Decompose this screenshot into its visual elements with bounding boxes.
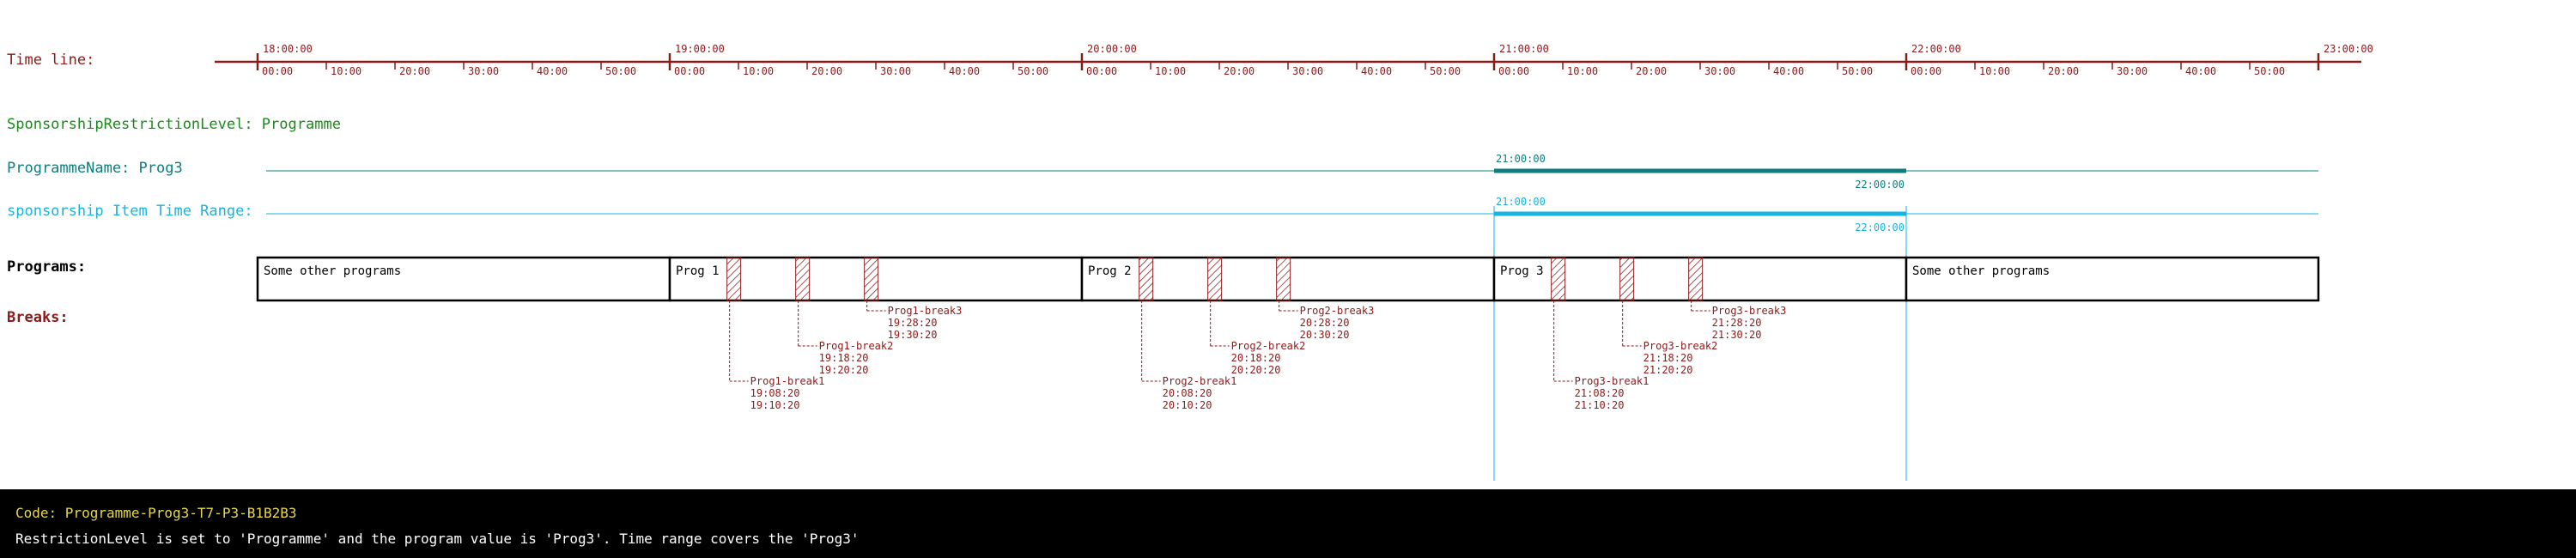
minute-tick-label: 50:00 — [1842, 65, 1873, 77]
minute-tick-label: 30:00 — [468, 65, 499, 77]
minute-tick-label: 50:00 — [1018, 65, 1048, 77]
minute-tick-label: 40:00 — [949, 65, 980, 77]
break-start-time: 20:28:20 — [1300, 317, 1350, 329]
break-start-time: 19:18:20 — [819, 352, 869, 364]
minute-tick-label: 30:00 — [1704, 65, 1735, 77]
break-start-time: 21:18:20 — [1643, 352, 1693, 364]
break-end-time: 19:30:20 — [888, 329, 938, 341]
break-block — [726, 257, 742, 301]
programme-name-range-end-label: 22:00:00 — [1855, 179, 1905, 191]
program-name: Some other programs — [1912, 264, 2050, 278]
program-name: Some other programs — [264, 264, 401, 278]
break-name: Prog2-break1 — [1163, 375, 1237, 387]
break-start-time: 20:18:20 — [1231, 352, 1281, 364]
break-start-time: 19:08:20 — [750, 387, 800, 399]
break-block — [795, 257, 811, 301]
break-end-time: 21:20:20 — [1643, 364, 1693, 376]
break-block — [1207, 257, 1223, 301]
break-block — [1688, 257, 1704, 301]
minute-tick-label: 10:00 — [1979, 65, 2010, 77]
minute-tick-label: 50:00 — [605, 65, 636, 77]
break-start-time: 21:08:20 — [1575, 387, 1625, 399]
break-start-time: 20:08:20 — [1163, 387, 1212, 399]
break-start-time: 19:28:20 — [888, 317, 938, 329]
program-name: Prog 1 — [676, 264, 720, 278]
hour-tick-label: 21:00:00 — [1499, 43, 1549, 55]
minute-tick-label: 50:00 — [2254, 65, 2285, 77]
break-name: Prog3-break2 — [1643, 340, 1718, 352]
break-name: Prog3-break1 — [1575, 375, 1649, 387]
minute-tick-label: 40:00 — [537, 65, 568, 77]
break-end-time: 21:30:20 — [1712, 329, 1762, 341]
minute-tick-label: 30:00 — [2117, 65, 2148, 77]
footer-panel: Code: Programme-Prog3-T7-P3-B1B2B3 Restr… — [0, 489, 2576, 558]
footer-code: Code: Programme-Prog3-T7-P3-B1B2B3 — [15, 505, 297, 521]
break-end-time: 19:20:20 — [819, 364, 869, 376]
programs-label: Programs: — [7, 258, 87, 276]
minute-tick-label: 40:00 — [1773, 65, 1804, 77]
hour-tick-label: 22:00:00 — [1911, 43, 1961, 55]
minute-tick-label: 20:00 — [1636, 65, 1667, 77]
hour-tick-label: 23:00:00 — [2324, 43, 2373, 55]
hour-tick-label: 19:00:00 — [675, 43, 725, 55]
break-end-time: 20:30:20 — [1300, 329, 1350, 341]
sponsorship-range-start-label: 21:00:00 — [1496, 196, 1546, 208]
minute-tick-label: 30:00 — [880, 65, 911, 77]
hour-tick-label: 18:00:00 — [263, 43, 313, 55]
break-block — [864, 257, 879, 301]
minute-tick-label: 10:00 — [743, 65, 774, 77]
break-end-time: 20:10:20 — [1163, 399, 1212, 411]
program-block — [1905, 256, 2320, 302]
program-name: Prog 2 — [1088, 264, 1132, 278]
program-name: Prog 3 — [1500, 264, 1544, 278]
minute-tick-label: 20:00 — [399, 65, 430, 77]
break-end-time: 19:10:20 — [750, 399, 800, 411]
sponsorship-range-end-label: 22:00:00 — [1855, 221, 1905, 234]
sponsorship-range-label: sponsorship Item Time Range: — [7, 203, 253, 220]
breaks-label: Breaks: — [7, 309, 69, 326]
break-name: Prog3-break3 — [1712, 305, 1787, 317]
minute-tick-label: 00:00 — [262, 65, 293, 77]
break-block — [1276, 257, 1291, 301]
programme-name-range-start-label: 21:00:00 — [1496, 153, 1546, 165]
hour-tick-label: 20:00:00 — [1087, 43, 1137, 55]
minute-tick-label: 00:00 — [1086, 65, 1117, 77]
minute-tick-label: 10:00 — [1567, 65, 1598, 77]
break-start-time: 21:28:20 — [1712, 317, 1762, 329]
footer-description: RestrictionLevel is set to 'Programme' a… — [15, 531, 860, 547]
break-name: Prog1-break2 — [819, 340, 894, 352]
minute-tick-label: 50:00 — [1430, 65, 1461, 77]
break-name: Prog2-break2 — [1231, 340, 1306, 352]
break-name: Prog1-break1 — [750, 375, 825, 387]
minute-tick-label: 10:00 — [331, 65, 361, 77]
break-name: Prog2-break3 — [1300, 305, 1375, 317]
program-block — [256, 256, 671, 302]
break-name: Prog1-break3 — [888, 305, 963, 317]
break-block — [1551, 257, 1566, 301]
break-block — [1139, 257, 1154, 301]
minute-tick-label: 40:00 — [2185, 65, 2216, 77]
break-block — [1619, 257, 1635, 301]
schedule-diagram: 18:00:00 00:00 10:00 20:00 30:00 40:00 50:00 19… — [215, 43, 2373, 481]
programme-name-label: ProgrammeName: Prog3 — [7, 160, 183, 177]
minute-tick-label: 30:00 — [1292, 65, 1323, 77]
minute-tick-label: 20:00 — [811, 65, 842, 77]
break-end-time: 20:20:20 — [1231, 364, 1281, 376]
minute-tick-label: 10:00 — [1155, 65, 1186, 77]
break-end-time: 21:10:20 — [1575, 399, 1625, 411]
minute-tick-label: 20:00 — [1224, 65, 1255, 77]
sponsorship-level-label: SponsorshipRestrictionLevel: Programme — [7, 116, 341, 133]
timeline-label: Time line: — [7, 52, 95, 69]
minute-tick-label: 40:00 — [1361, 65, 1392, 77]
minute-tick-label: 20:00 — [2048, 65, 2079, 77]
minute-tick-label: 00:00 — [1911, 65, 1941, 77]
minute-tick-label: 00:00 — [1498, 65, 1529, 77]
minute-tick-label: 00:00 — [674, 65, 705, 77]
